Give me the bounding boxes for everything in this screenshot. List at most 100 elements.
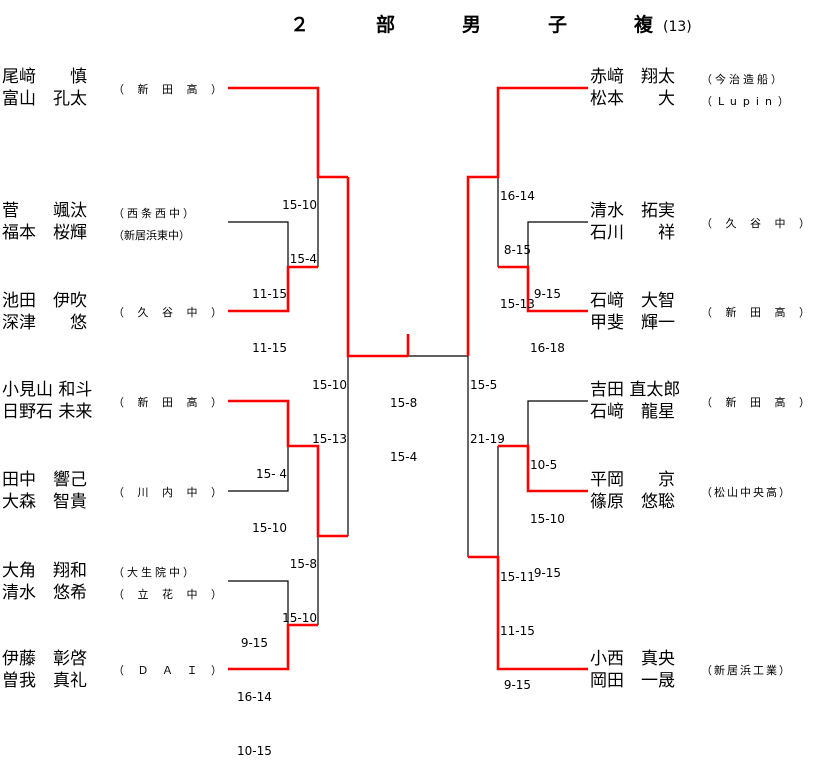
- player-name: 田中 響己: [2, 470, 87, 490]
- player-name: 菅 颯汰: [2, 201, 87, 221]
- score-left-r1-d: 15-8 15-10: [282, 519, 317, 645]
- affiliation: （ Ｄ Ａ Ｉ ）: [113, 664, 227, 677]
- right-entry-5: 平岡 京 篠原 悠聡: [590, 469, 675, 513]
- game-score: 15-10: [530, 512, 565, 526]
- game-score: 15-8: [390, 396, 418, 410]
- game-score: 16-14: [237, 690, 272, 704]
- winner-line: [498, 265, 588, 313]
- winner-line: [466, 86, 588, 356]
- game-score: 9-15: [240, 636, 269, 650]
- score-left-sf: 15-10 15-13: [312, 340, 347, 466]
- winner-line: [346, 177, 408, 358]
- score-right-r1-b: 9-15 16-18: [530, 249, 565, 375]
- score-right-r1-d: 15-11 11-15 9-15: [500, 532, 535, 712]
- score-left-r1-b: 11-15 11-15: [252, 249, 287, 375]
- affiliation: （西条西中）: [113, 207, 197, 220]
- game-score: 16-18: [530, 341, 565, 355]
- affiliation: （ 新 田 高 ）: [113, 396, 227, 409]
- player-name: 石﨑 龍星: [590, 402, 675, 422]
- game-score: 11-15: [252, 341, 287, 355]
- player-name: 平岡 京: [590, 470, 675, 490]
- player-name: 石川 祥: [590, 223, 675, 243]
- affiliation: （Lupin）: [701, 95, 795, 108]
- bracket-line: [527, 221, 588, 267]
- affiliation: （松山中央高）: [701, 486, 792, 499]
- bracket-lines: [228, 86, 588, 671]
- bracket-winner-lines: [228, 86, 588, 671]
- player-name: 石﨑 大智: [590, 291, 675, 311]
- title-text: ２ 部 男 子 複: [290, 14, 678, 36]
- game-score: 15-11: [500, 570, 535, 584]
- game-score: 21-19: [470, 432, 505, 446]
- affiliation: （ 川 内 中 ）: [113, 486, 227, 499]
- bracket-line: [228, 446, 289, 492]
- game-score: 15-10: [312, 378, 347, 392]
- bracket-line: [228, 221, 289, 267]
- affiliation: （ 久 谷 中 ）: [113, 306, 227, 319]
- player-name: 深津 悠: [2, 313, 87, 333]
- game-score: 15-10: [282, 611, 317, 625]
- score-right-r1-c: 10-5 15-10 9-15: [530, 420, 565, 600]
- affiliation: （新居浜東中）: [113, 229, 190, 242]
- player-name: 小西 真央: [590, 649, 675, 669]
- player-name: 篠原 悠聡: [590, 492, 675, 512]
- game-score: 15-5: [470, 378, 498, 392]
- game-score: 15-8: [289, 557, 317, 571]
- player-name: 尾﨑 慎: [2, 67, 87, 87]
- right-entry-1: 赤﨑 翔太 松本 大: [590, 66, 675, 110]
- affiliation: （大生院中）: [113, 566, 197, 579]
- game-score: 11-15: [252, 287, 287, 301]
- game-score: 9-15: [530, 566, 562, 580]
- score-final: 15-8 15-4: [390, 358, 417, 484]
- left-entry-7: 伊藤 彰啓 曽我 真礼: [2, 648, 87, 692]
- affiliation: （ 新 田 高 ）: [113, 83, 227, 96]
- winner-line: [228, 265, 318, 313]
- player-name: 富山 孔太: [2, 89, 87, 109]
- score-right-sf: 15-5 21-19: [470, 340, 505, 466]
- left-entry-4: 小見山 和斗 日野石 未来: [2, 379, 92, 423]
- right-entry-3: 石﨑 大智 甲斐 輝一: [590, 290, 675, 334]
- winner-line: [228, 623, 318, 671]
- game-score: 9-15: [530, 287, 562, 301]
- right-entry-2: 清水 拓実 石川 祥: [590, 200, 675, 244]
- game-score: 15-13: [312, 432, 347, 446]
- game-score: 10-5: [530, 458, 558, 472]
- game-score: 15-10: [282, 198, 317, 212]
- player-name: 清水 拓実: [590, 201, 675, 221]
- left-entry-2: 菅 颯汰 福本 桜輝: [2, 200, 87, 244]
- player-name: 松本 大: [590, 89, 675, 109]
- game-score: 15-4: [289, 252, 317, 266]
- right-entry-4: 吉田 直太郎 石﨑 龍星: [590, 379, 680, 423]
- score-left-r1-e: 9-15 16-14 10-15: [237, 598, 272, 778]
- player-name: 赤﨑 翔太: [590, 67, 675, 87]
- winner-line: [228, 86, 348, 179]
- game-score: 16-14: [500, 189, 535, 203]
- player-name: 吉田 直太郎: [590, 380, 681, 400]
- game-score: 15-10: [252, 521, 287, 535]
- page-title: ２ 部 男 子 複(13): [290, 10, 692, 37]
- winner-line: [468, 555, 588, 671]
- affiliation: （ 立 花 中 ）: [113, 588, 227, 601]
- player-name: 甲斐 輝一: [590, 313, 675, 333]
- player-name: 清水 悠希: [2, 583, 87, 603]
- game-score: 10-15: [237, 744, 272, 758]
- game-score: 8-15: [500, 243, 532, 257]
- game-score: 15-13: [500, 297, 535, 311]
- bracket-line: [228, 580, 289, 625]
- affiliation: （ 新 田 高 ）: [701, 396, 815, 409]
- player-name: 伊藤 彰啓: [2, 649, 87, 669]
- player-name: 日野石 未来: [2, 402, 93, 422]
- player-name: 大角 翔和: [2, 561, 87, 581]
- winner-line: [228, 399, 348, 538]
- game-score: 15-4: [390, 450, 418, 464]
- player-name: 岡田 一晟: [590, 671, 675, 691]
- affiliation: （今治造船）: [701, 73, 785, 86]
- score-left-r1-c: 15- 4 15-10: [252, 429, 287, 555]
- left-entry-6: 大角 翔和 清水 悠希: [2, 560, 87, 604]
- affiliation: （新居浜工業）: [701, 664, 792, 677]
- left-entry-5: 田中 響己 大森 智貴: [2, 469, 87, 513]
- right-entry-6: 小西 真央 岡田 一晟: [590, 648, 675, 692]
- title-draw-number: (13): [663, 19, 692, 35]
- winner-line: [498, 444, 588, 493]
- game-score: 15- 4: [255, 467, 287, 481]
